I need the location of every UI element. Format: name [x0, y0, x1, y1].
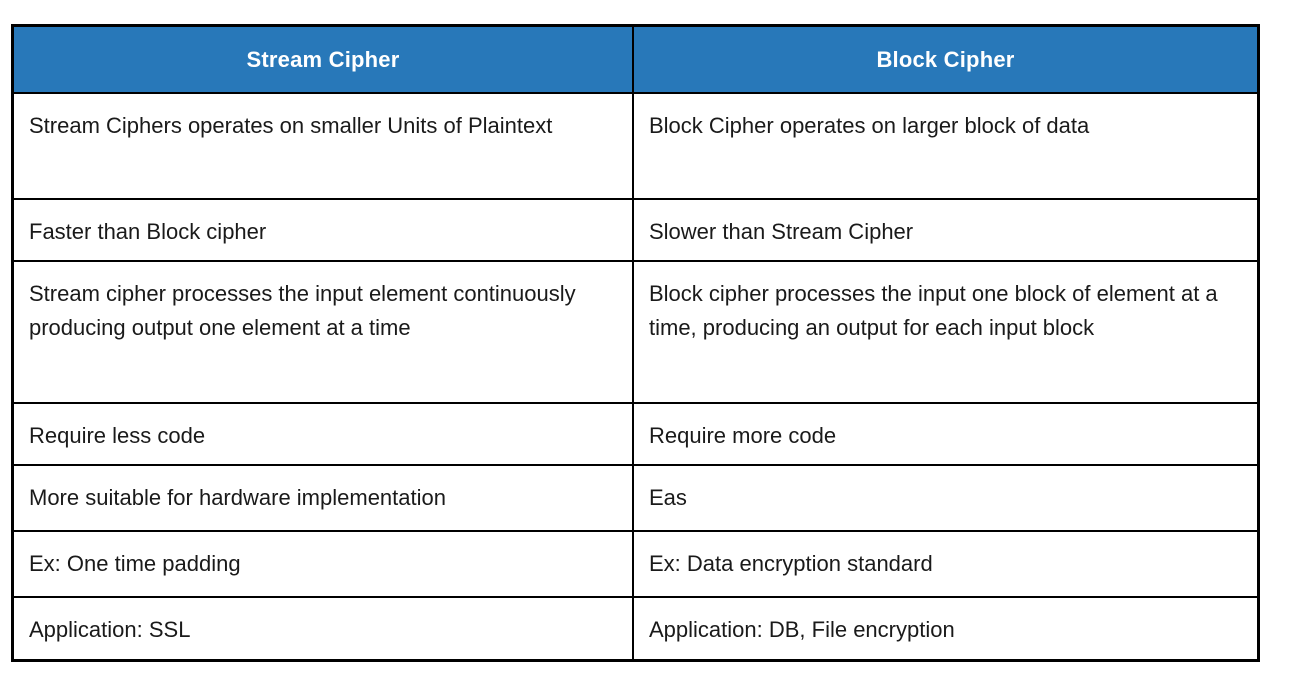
block-cipher-cell: Slower than Stream Cipher: [632, 198, 1260, 262]
block-cipher-cell: Ex: Data encryption standard: [632, 530, 1260, 598]
table-row: Require less code Require more code: [11, 402, 1260, 466]
column-header-block-cipher: Block Cipher: [632, 24, 1260, 94]
table-row: Stream cipher processes the input elemen…: [11, 260, 1260, 404]
stream-cipher-cell: More suitable for hardware implementatio…: [11, 464, 634, 532]
table-row: More suitable for hardware implementatio…: [11, 464, 1260, 532]
stream-cipher-cell: Stream Ciphers operates on smaller Units…: [11, 92, 634, 200]
table-row: Stream Ciphers operates on smaller Units…: [11, 92, 1260, 200]
cipher-comparison-table: Stream Cipher Block Cipher Stream Cipher…: [11, 24, 1260, 662]
block-cipher-cell: Block cipher processes the input one blo…: [632, 260, 1260, 404]
stream-cipher-cell: Faster than Block cipher: [11, 198, 634, 262]
cipher-comparison-container: Stream Cipher Block Cipher Stream Cipher…: [11, 24, 1260, 662]
stream-cipher-cell: Ex: One time padding: [11, 530, 634, 598]
stream-cipher-cell: Application: SSL: [11, 596, 634, 661]
table-row: Application: SSL Application: DB, File e…: [11, 596, 1260, 661]
block-cipher-cell: Require more code: [632, 402, 1260, 466]
column-header-stream-cipher: Stream Cipher: [11, 24, 634, 94]
stream-cipher-cell: Stream cipher processes the input elemen…: [11, 260, 634, 404]
block-cipher-cell: Eas: [632, 464, 1260, 532]
header-row: Stream Cipher Block Cipher: [11, 24, 1260, 94]
block-cipher-cell: Application: DB, File encryption: [632, 596, 1260, 661]
table-row: Faster than Block cipher Slower than Str…: [11, 198, 1260, 262]
stream-cipher-cell: Require less code: [11, 402, 634, 466]
table-row: Ex: One time padding Ex: Data encryption…: [11, 530, 1260, 598]
block-cipher-cell: Block Cipher operates on larger block of…: [632, 92, 1260, 200]
